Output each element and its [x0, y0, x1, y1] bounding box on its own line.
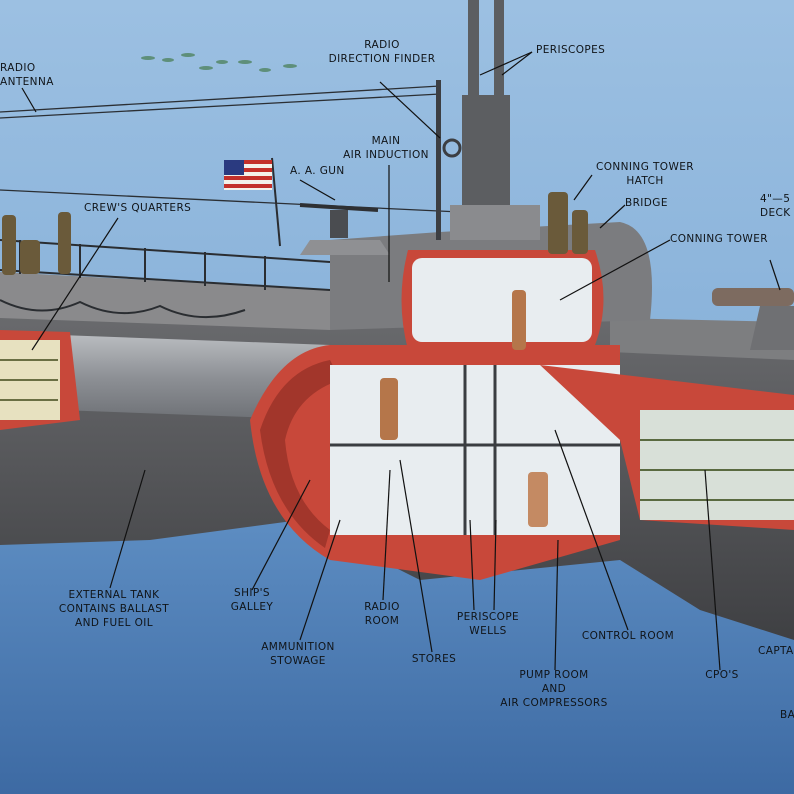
label-stores: STORES — [411, 653, 457, 665]
leader-lines — [21, 51, 781, 671]
aa-gun — [299, 203, 390, 255]
label-main-air-induction: MAIN AIR INDUCTION — [343, 135, 429, 161]
label-control-room: CONTROL ROOM — [581, 630, 675, 642]
label-bridge: BRIDGE — [625, 197, 668, 209]
label-crews-quarters: CREW'S QUARTERS — [84, 202, 192, 214]
label-pump-room: PUMP ROOM AND AIR COMPRESSORS — [500, 669, 608, 709]
external-tank — [50, 335, 330, 420]
birds — [141, 53, 297, 72]
ammunition-stowage-rings — [260, 360, 340, 548]
conning-tower-interior — [412, 258, 592, 342]
antenna-wires — [0, 85, 461, 213]
label-deck-gun: 4"—5 DECK — [760, 193, 791, 219]
deck — [0, 272, 330, 330]
label-captain: CAPTA — [758, 645, 794, 657]
label-periscopes: PERISCOPES — [536, 44, 606, 56]
aft-deck — [610, 318, 794, 360]
label-radio-room: RADIO ROOM — [364, 601, 400, 627]
label-external-tank: EXTERNAL TANK CONTAINS BALLAST AND FUEL … — [58, 589, 170, 629]
label-ships-galley: SHIP'S GALLEY — [230, 587, 274, 613]
label-radio-direction-finder: RADIO DIRECTION FINDER — [328, 39, 436, 65]
label-conning-tower: CONNING TOWER — [670, 233, 768, 245]
radio-mast — [436, 80, 441, 240]
direction-finder-loop — [442, 138, 462, 158]
periscopes — [462, 0, 510, 205]
label-radio-antenna: RADIO ANTENNA — [0, 62, 54, 88]
bridge-structure — [450, 205, 540, 240]
label-battery: BA — [780, 709, 794, 721]
label-cpos: CPO'S — [705, 669, 739, 681]
label-ammunition-stowage: AMMUNITION STOWAGE — [261, 641, 335, 667]
crew-figures — [2, 192, 588, 527]
label-periscope-wells: PERISCOPE WELLS — [456, 611, 520, 637]
deck-gun — [712, 288, 794, 350]
flag — [224, 157, 281, 247]
label-conning-tower-hatch: CONNING TOWER HATCH — [596, 161, 694, 187]
label-aa-gun: A. A. GUN — [290, 165, 345, 177]
aft-interior — [640, 410, 794, 520]
deck-railing — [0, 239, 331, 319]
